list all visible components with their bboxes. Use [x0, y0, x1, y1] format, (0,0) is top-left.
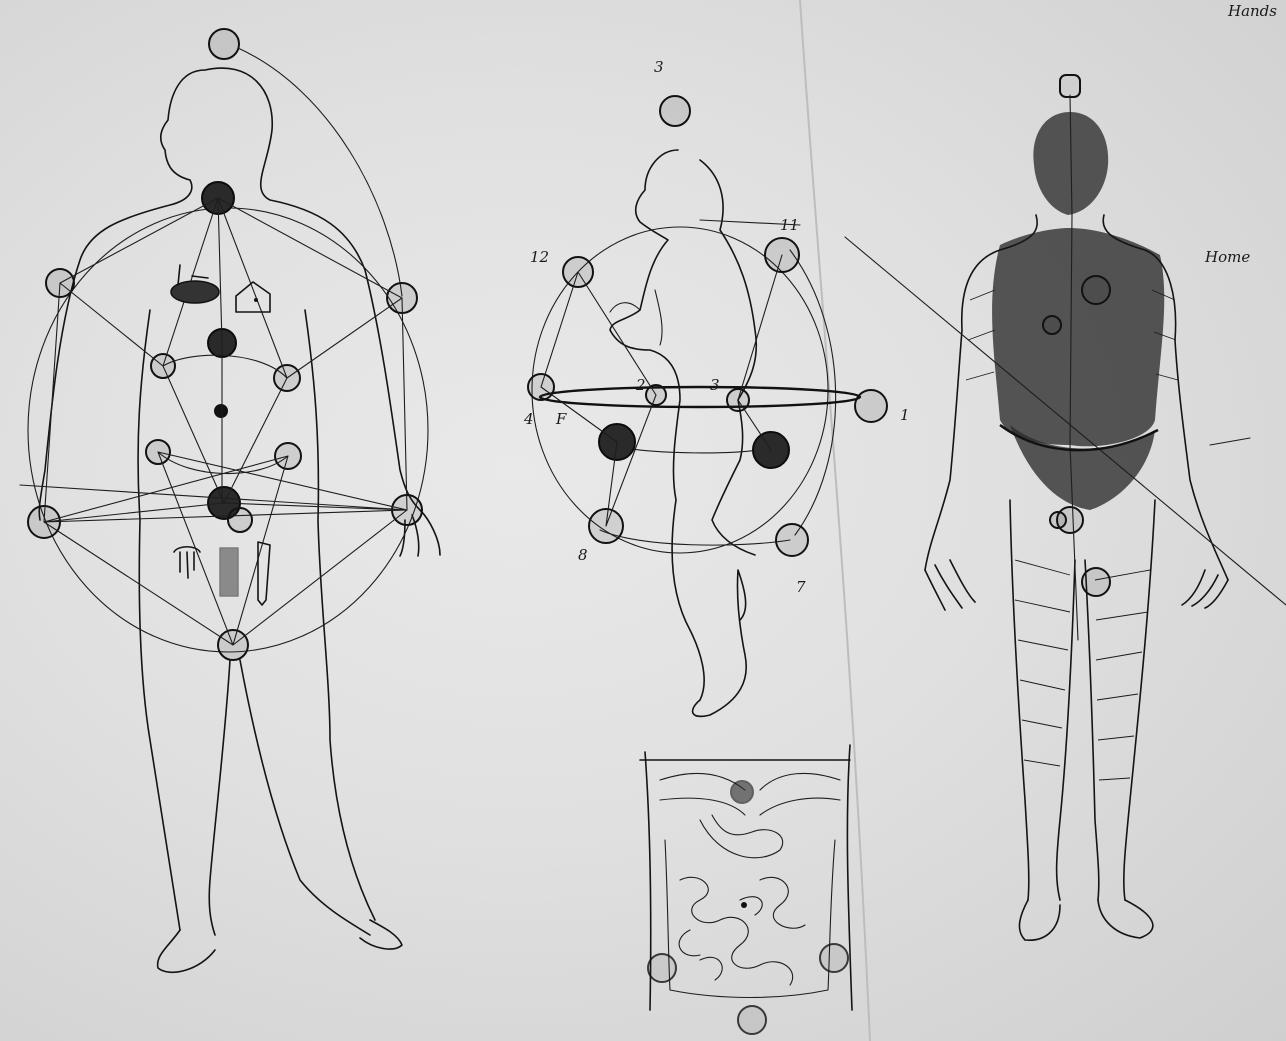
- shaded-heart-node: [1043, 316, 1061, 334]
- right-margin-word: Home: [1204, 248, 1250, 266]
- running-node-7: [776, 524, 808, 556]
- abdomen-navel-dot: [741, 902, 747, 908]
- left-navel-node-2: [228, 508, 252, 532]
- shaded-hip-node: [1050, 512, 1066, 528]
- left-body-outline: [39, 68, 420, 520]
- running-node-1: [855, 390, 887, 422]
- shaded-knee-node: [1082, 568, 1110, 596]
- paper-fold: [800, 0, 870, 1041]
- running-arm: [610, 290, 662, 345]
- running-mark-7: 7: [796, 578, 806, 596]
- shaded-torso: [992, 228, 1164, 446]
- left-leg-inner: [209, 660, 370, 935]
- running-mark-11: 11: [780, 216, 799, 234]
- left-solar-dot: [214, 404, 228, 418]
- abdomen-node-right: [820, 944, 848, 972]
- figure-shaded-front: Home Hands: [845, 2, 1286, 940]
- abdomen-node-bottom: [738, 1006, 766, 1034]
- running-mark-8: 8: [578, 546, 588, 564]
- stomach-loop: [700, 815, 783, 858]
- running-top-mark: 3: [654, 58, 664, 76]
- running-crown-node: [660, 96, 690, 126]
- running-mark-f: F: [555, 410, 567, 428]
- colon-frame: [665, 840, 835, 998]
- abdomen-node-top: [731, 781, 753, 803]
- left-torso-sides: [138, 310, 375, 930]
- shaded-feet: [1019, 900, 1152, 940]
- left-feet: [158, 920, 402, 972]
- left-house-symbol: [236, 282, 270, 312]
- shaded-legs: [1010, 500, 1155, 900]
- figure-outline-front: [20, 29, 440, 972]
- abdomen-viscera-study: [640, 745, 852, 1034]
- running-mark-1: 1: [900, 406, 910, 424]
- left-stomach-symbol: [171, 265, 219, 303]
- right-margin-dash: [1210, 438, 1250, 445]
- abdomen-node-left: [648, 954, 676, 982]
- small-intestine: [679, 877, 805, 985]
- shaded-crown-node: [1060, 75, 1080, 97]
- left-pelvic-symbols: [174, 542, 270, 605]
- running-mark-3: 3: [710, 376, 720, 394]
- running-mark-4: 4: [523, 410, 534, 428]
- figure-running: 3 12 11 4 F 2 3 1 8 7: [523, 58, 910, 716]
- shaded-chest-node: [1082, 276, 1110, 304]
- top-right-word: Hands: [1227, 2, 1277, 20]
- running-mark-2: 2: [635, 376, 646, 394]
- running-waist-ring: [540, 387, 860, 407]
- left-crown-node: [209, 29, 239, 59]
- running-mark-12: 12: [530, 248, 549, 266]
